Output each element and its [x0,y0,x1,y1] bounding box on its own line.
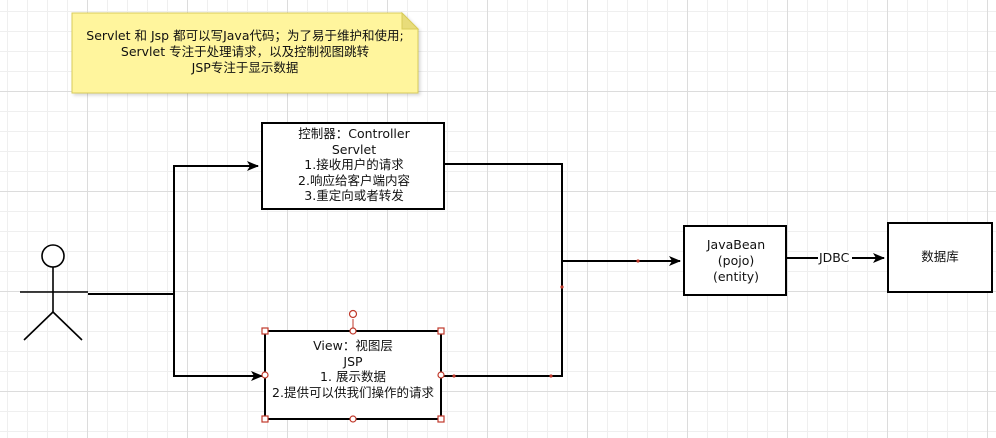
controller-item-2: 2.响应给客户端内容 [298,172,410,188]
controller-item-1: 1.接收用户的请求 [304,157,404,172]
connector-user-to-view[interactable] [173,294,263,381]
connection-dots [452,259,640,378]
controller-title: 控制器：Controller [298,126,410,141]
view-title: View：视图层 [313,338,393,353]
connector-controller-to-javabean[interactable] [444,163,681,266]
javabean-box[interactable] [683,225,787,296]
resize-handles[interactable] [261,327,445,423]
javabean-entity: (entity) [712,269,760,284]
note-text: Servlet 和 Jsp 都可以写Java代码；为了易于维护和使用; Serv… [74,28,416,76]
sticky-note[interactable] [71,11,420,94]
view-subtitle: JSP [343,353,363,369]
database-label: 数据库 [921,249,959,264]
javabean-title: JavaBean [706,237,766,252]
javabean-pojo: (pojo) [717,253,755,268]
controller-box[interactable] [261,122,445,210]
controller-item-3: 3.重定向或者转发 [304,188,404,203]
view-item-1: 1. 展示数据 [320,369,386,384]
controller-label: 控制器：Controller Servlet 1.接收用户的请求 2.响应给客户… [264,126,444,204]
rotate-handle[interactable] [348,309,358,319]
connector-view-to-javabean[interactable] [440,261,563,377]
user-actor-icon[interactable] [20,244,88,341]
controller-subtitle: Servlet [331,141,377,157]
view-label: View：视图层 JSP 1. 展示数据 2.提供可以供我们操作的请求 [268,338,438,400]
note-line-2: Servlet 专注于处理请求，以及控制视图跳转 [120,44,370,59]
view-box-selected[interactable] [261,309,445,423]
connector-user-to-controller[interactable] [88,161,259,295]
view-item-2: 2.提供可以供我们操作的请求 [272,384,434,400]
note-line-1: Servlet 和 Jsp 都可以写Java代码；为了易于维护和使用; [86,28,404,43]
javabean-label: JavaBean (pojo) (entity) [686,237,786,285]
jdbc-connector-label: JDBC [818,250,851,265]
database-box[interactable] [887,222,993,293]
note-line-3: JSP专注于显示数据 [191,60,299,75]
